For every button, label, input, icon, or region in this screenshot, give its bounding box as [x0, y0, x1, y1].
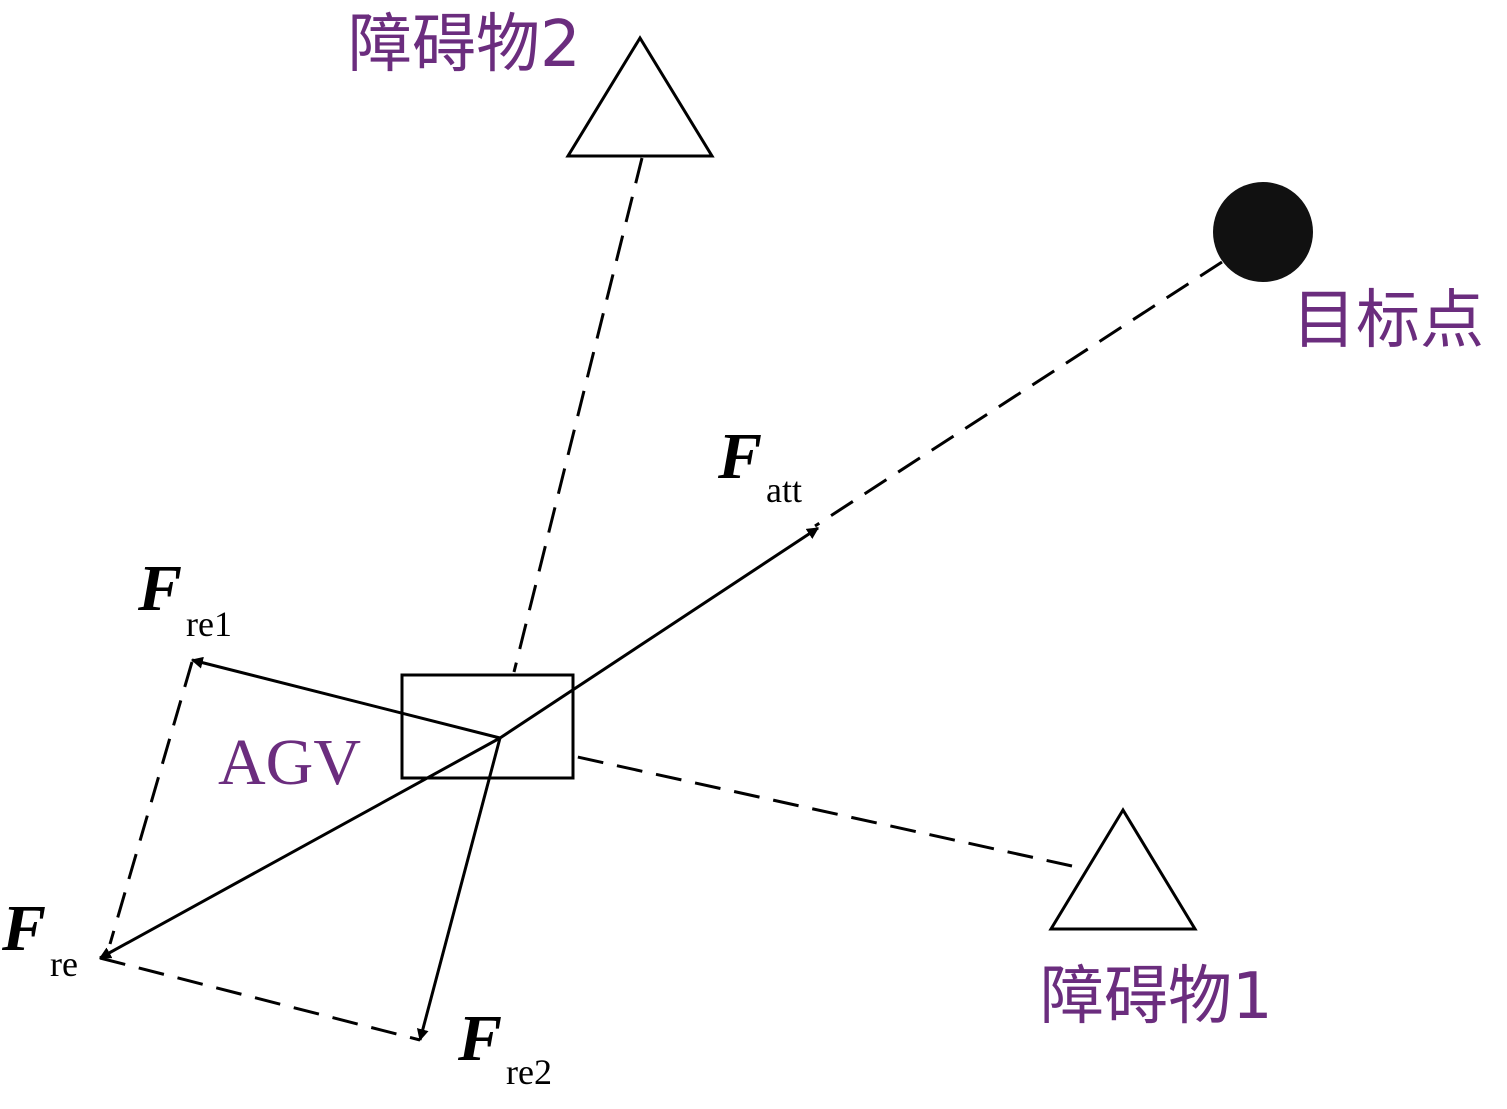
fatt-label: F att	[717, 420, 802, 510]
fre2-symbol: F	[457, 1002, 502, 1075]
fre1-symbol: F	[137, 552, 182, 625]
fre2-parallelogram-edge	[99, 956, 421, 1042]
fre2-subscript: re2	[506, 1052, 552, 1092]
fre-arrow	[98, 736, 501, 960]
fre1-label: F re1	[137, 552, 232, 644]
agv-label: AGV	[218, 726, 361, 799]
fre2-label: F re2	[457, 1002, 552, 1092]
obstacle-2-to-agv-line	[512, 157, 644, 673]
target-label: 目标点	[1292, 284, 1484, 358]
fre1-parallelogram-edge	[108, 661, 194, 945]
fre2-arrow	[416, 737, 502, 1042]
agv-box	[400, 673, 575, 780]
obstacle-2-label: 障碍物2	[348, 8, 581, 82]
fre-subscript: re	[50, 944, 78, 984]
fatt-arrow	[499, 526, 820, 740]
fre-label: F re	[1, 892, 78, 984]
obstacle-2-triangle	[565, 35, 715, 158]
target-point	[1213, 182, 1313, 282]
fre1-subscript: re1	[186, 604, 232, 644]
obstacle-1-to-agv-line	[572, 754, 1073, 868]
fre1-arrow	[190, 656, 501, 740]
fre-symbol: F	[1, 892, 46, 965]
obstacle-1-triangle	[1048, 807, 1198, 931]
obstacle-1-label: 障碍物1	[1040, 960, 1273, 1034]
target-to-agv-line	[814, 260, 1223, 528]
fatt-symbol: F	[717, 420, 762, 493]
fatt-subscript: att	[766, 470, 802, 510]
